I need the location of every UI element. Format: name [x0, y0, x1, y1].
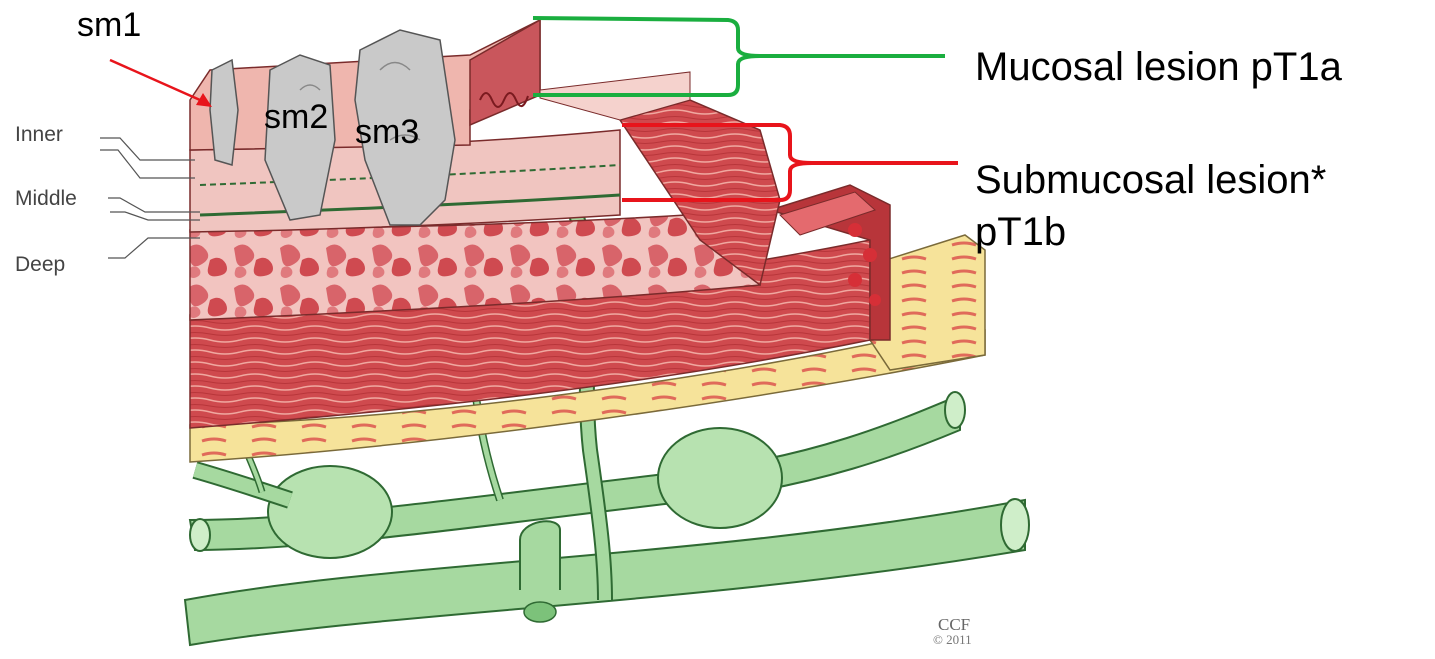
layer-pointers [100, 138, 200, 258]
ccf-mark: CCF [938, 616, 970, 633]
copyright-year: © 2011 [933, 633, 972, 646]
label-sm3: sm3 [355, 115, 419, 149]
label-submucosal-stage: pT1b [975, 212, 1066, 252]
label-mucosal-lesion: Mucosal lesion pT1a [975, 47, 1342, 87]
label-sm2: sm2 [264, 100, 328, 134]
label-inner: Inner [15, 124, 63, 145]
label-middle: Middle [15, 188, 77, 209]
label-submucosal-lesion: Submucosal lesion* [975, 160, 1326, 200]
label-sm1: sm1 [77, 8, 141, 42]
label-deep: Deep [15, 254, 65, 275]
lesion-sm1 [210, 60, 238, 165]
